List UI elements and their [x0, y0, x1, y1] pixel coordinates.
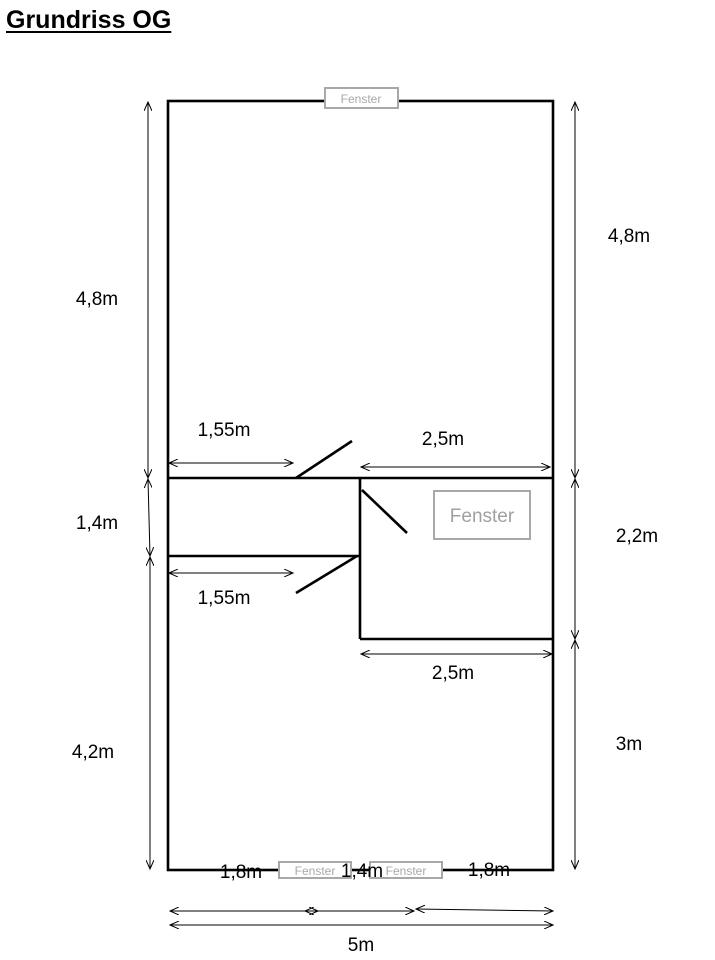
left-dim-top-label: 4,8m [76, 289, 118, 310]
hall-top-dim-label: 1,55m [198, 420, 251, 441]
window-small-room: Fenster [433, 490, 531, 540]
bottom-dim-line-right [416, 909, 553, 911]
page-title: Grundriss OG [6, 6, 172, 34]
right-dim-bottom-label: 3m [616, 734, 642, 755]
window-bottom-right: Fenster [369, 861, 443, 879]
right-dim-middle-label: 2,2m [616, 526, 658, 547]
bottom-dim-right-label: 1,8m [468, 860, 510, 881]
left-dim-middle-label: 1,4m [76, 513, 118, 534]
bottom-dim-middle-label: 1,4m [341, 861, 383, 882]
door-bottom-room [295, 554, 358, 595]
room-bottom-dim-label: 2,5m [432, 663, 474, 684]
window-top-label: Fenster [341, 92, 382, 106]
door-top-room [295, 439, 353, 480]
window-bottom-left-label: Fenster [295, 864, 336, 878]
window-bottom-left: Fenster [278, 861, 352, 879]
hall-bottom-dim-label: 1,55m [198, 588, 251, 609]
right-dim-top-label: 4,8m [608, 226, 650, 247]
window-top: Fenster [324, 87, 399, 109]
left-dim-line-middle [148, 479, 150, 556]
room-top-dim-label: 2,5m [422, 429, 464, 450]
door-small-room [361, 489, 408, 534]
bottom-dim-left-label: 1,8m [220, 862, 262, 883]
window-small-room-label: Fenster [450, 506, 515, 527]
left-dim-bottom-label: 4,2m [72, 742, 114, 763]
window-bottom-right-label: Fenster [386, 864, 427, 878]
bottom-dim-total-label: 5m [348, 935, 374, 956]
